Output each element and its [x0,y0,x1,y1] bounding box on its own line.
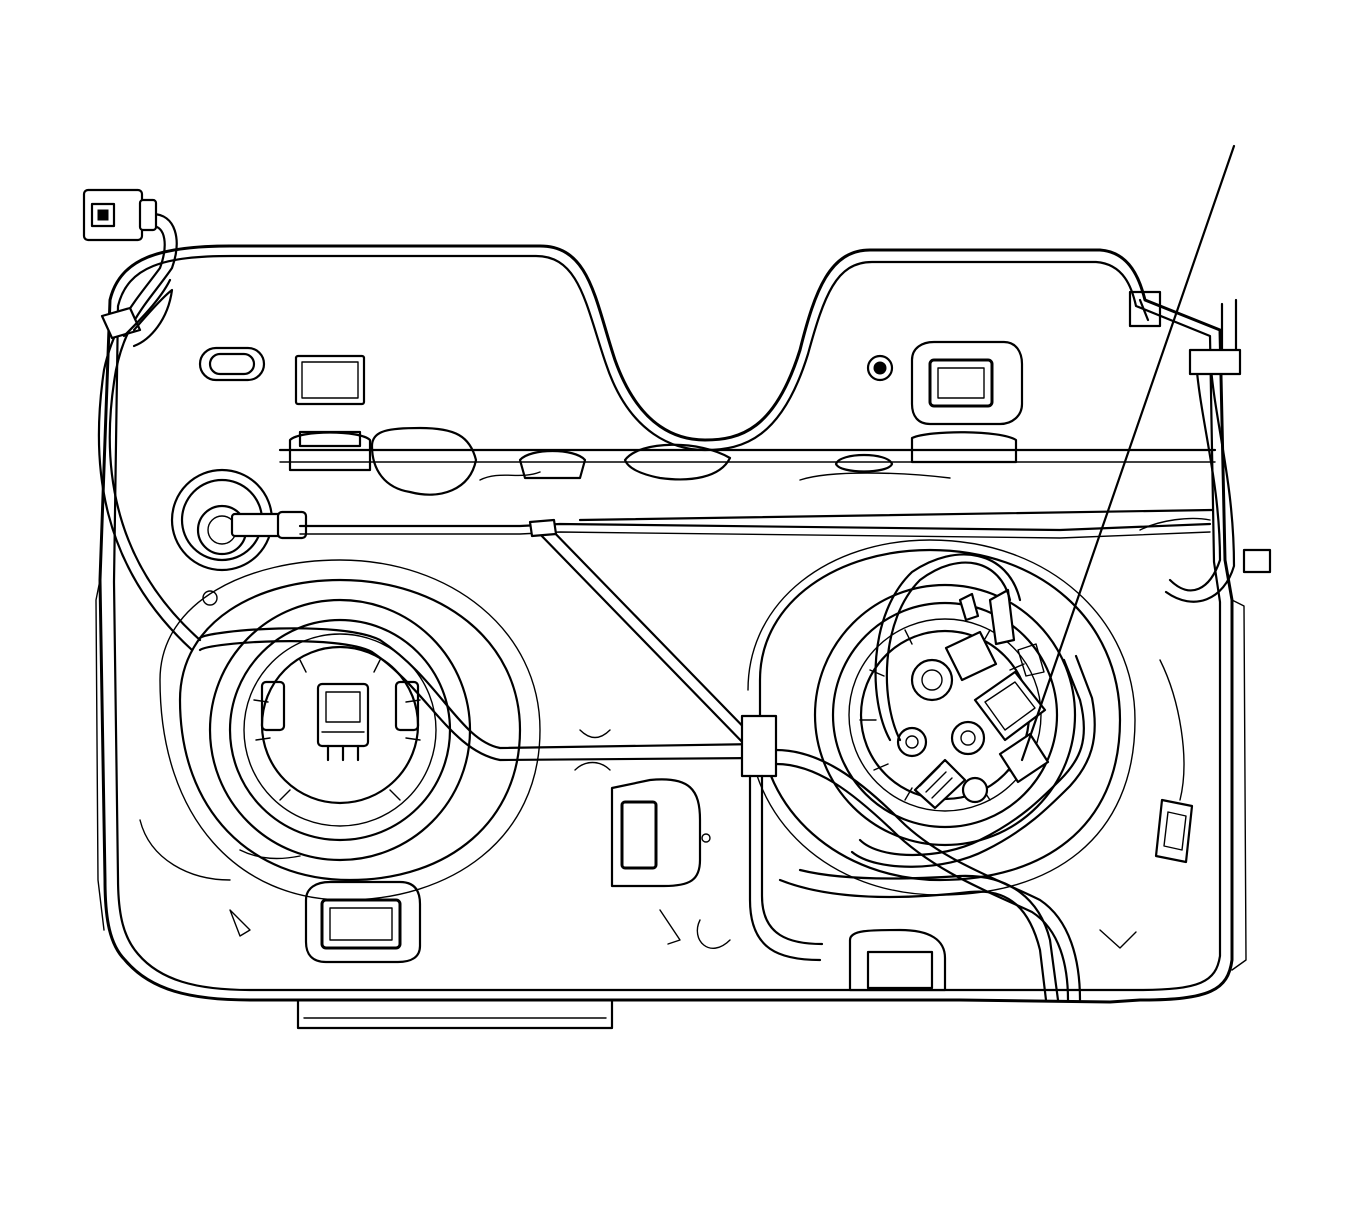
callout-1-leader [1020,144,1236,762]
tank-mounting-pads [198,340,1194,992]
tank-upper-rib [278,426,1217,496]
tank-floor-markings [139,659,1185,949]
fuel-vent-valve [170,468,308,606]
fuel-lines-harness [97,212,1272,1002]
harness-connector [82,188,158,242]
left-fuel-sender-module [159,559,541,901]
right-fuel-pump-module [747,539,1136,896]
callout-1 [1020,144,1236,762]
fuel-tank-body [95,244,1247,1030]
